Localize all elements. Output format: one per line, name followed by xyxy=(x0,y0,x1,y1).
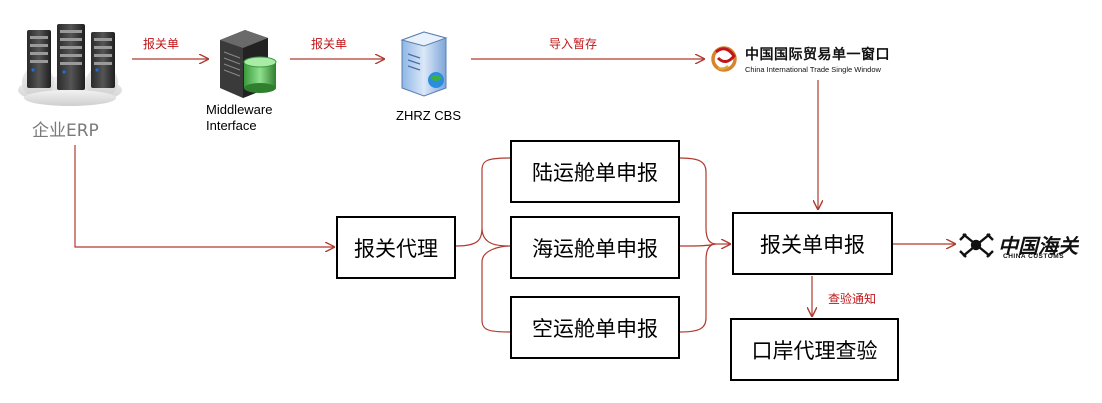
customs-emblem-icon xyxy=(959,233,994,258)
brace-broker-to-manifests xyxy=(455,157,511,333)
middleware-label-line2: Interface xyxy=(206,118,257,133)
middleware-label: Middleware Interface xyxy=(206,102,272,134)
air-manifest-box: 空运舱单申报 xyxy=(510,296,680,359)
declaration-box: 报关单申报 xyxy=(732,212,893,275)
port-inspection-box: 口岸代理查验 xyxy=(730,318,899,381)
arrow-erp-to-broker xyxy=(74,145,334,247)
edge-label-inspection-notice: 查验通知 xyxy=(828,292,877,306)
middleware-server-icon xyxy=(220,30,277,98)
single-window-logo-icon xyxy=(711,46,737,72)
cbs-server-icon xyxy=(400,31,448,97)
broker-box: 报关代理 xyxy=(336,216,456,279)
customs-subtitle: CHINA CUSTOMS xyxy=(1003,253,1065,260)
customs-title: 中国海关 xyxy=(998,234,1078,258)
erp-servers-icon xyxy=(18,24,122,106)
edge-label-erp-to-middleware: 报关单 xyxy=(143,37,180,51)
cbs-label: ZHRZ CBS xyxy=(396,108,461,123)
edge-label-middleware-to-cbs: 报关单 xyxy=(311,37,348,51)
middleware-label-line1: Middleware xyxy=(206,102,273,117)
land-manifest-box: 陆运舱单申报 xyxy=(510,140,680,203)
single-window-title: 中国国际贸易单一窗口 xyxy=(745,47,890,63)
sea-manifest-box: 海运舱单申报 xyxy=(510,216,680,279)
single-window-subtitle: China International Trade Single Window xyxy=(745,65,881,74)
edge-label-cbs-to-single-window: 导入暂存 xyxy=(549,37,598,51)
erp-label: 企业ERP xyxy=(32,121,99,141)
brace-manifests-to-declaration xyxy=(679,157,717,333)
